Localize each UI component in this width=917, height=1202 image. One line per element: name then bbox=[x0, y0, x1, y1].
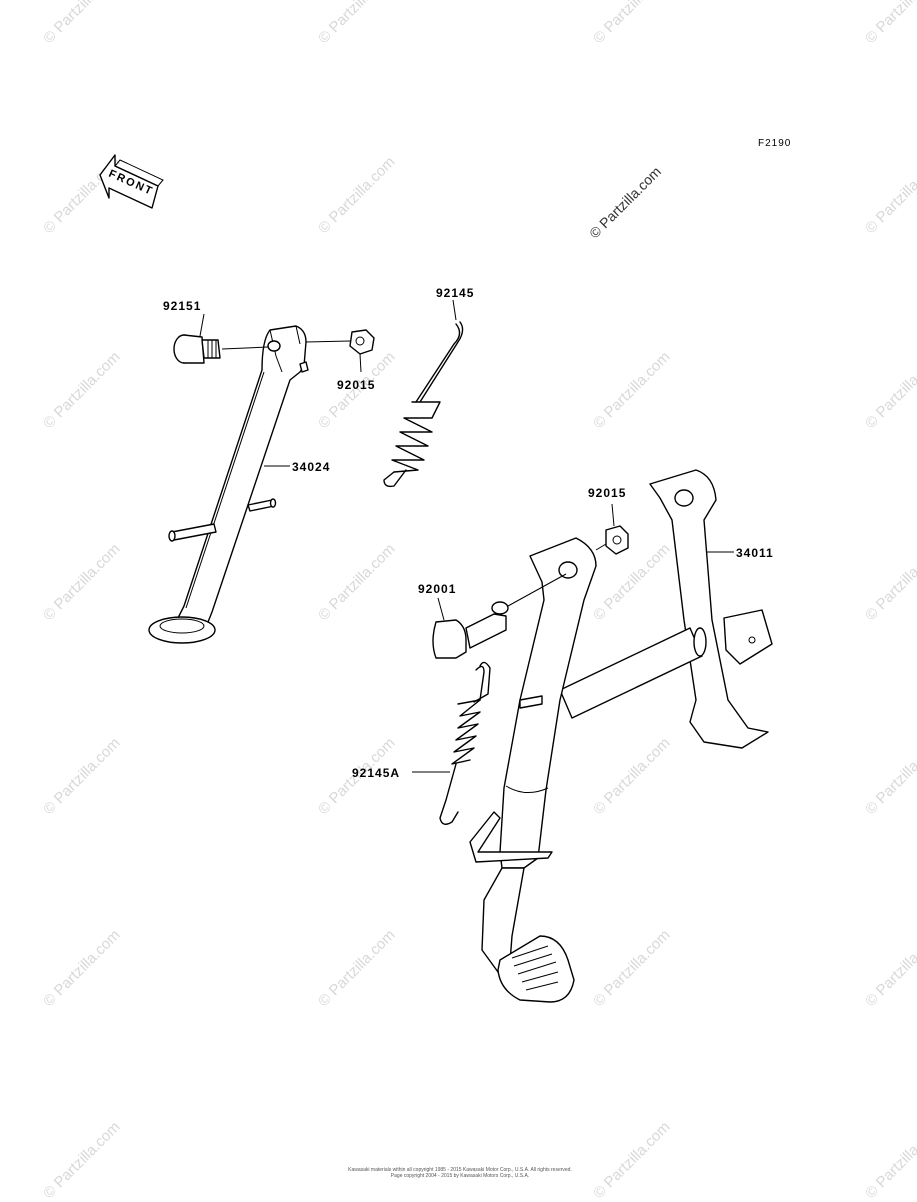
spring-92145 bbox=[383, 299, 464, 488]
part-label-92145A: 92145A bbox=[352, 766, 401, 780]
side-stand-34024 bbox=[148, 325, 309, 644]
figure-code: F2190 bbox=[758, 138, 792, 149]
copyright-line-1: Kawasaki materials within all copyright … bbox=[348, 1167, 572, 1173]
nut-92015-upper bbox=[305, 329, 375, 373]
nut-92015-lower bbox=[595, 503, 629, 555]
copyright-footer: Kawasaki materials within all copyright … bbox=[330, 1167, 590, 1179]
part-label-34024: 34024 bbox=[292, 460, 331, 474]
part-label-92151: 92151 bbox=[163, 299, 202, 313]
part-label-34011: 34011 bbox=[736, 546, 774, 560]
spring-92145A bbox=[412, 661, 491, 825]
part-label-92001: 92001 bbox=[418, 582, 457, 596]
copyright-line-2: Page copyright 2004 - 2015 by Kawasaki M… bbox=[390, 1173, 530, 1179]
bolt-92151 bbox=[173, 313, 269, 364]
part-label-92145: 92145 bbox=[436, 286, 475, 300]
part-label-92015-upper: 92015 bbox=[337, 378, 376, 392]
front-arrow-icon: FRONT bbox=[99, 154, 164, 209]
part-label-92015-lower: 92015 bbox=[588, 486, 627, 500]
main-stand-34011 bbox=[469, 469, 773, 1003]
bolt-92001 bbox=[432, 573, 567, 659]
